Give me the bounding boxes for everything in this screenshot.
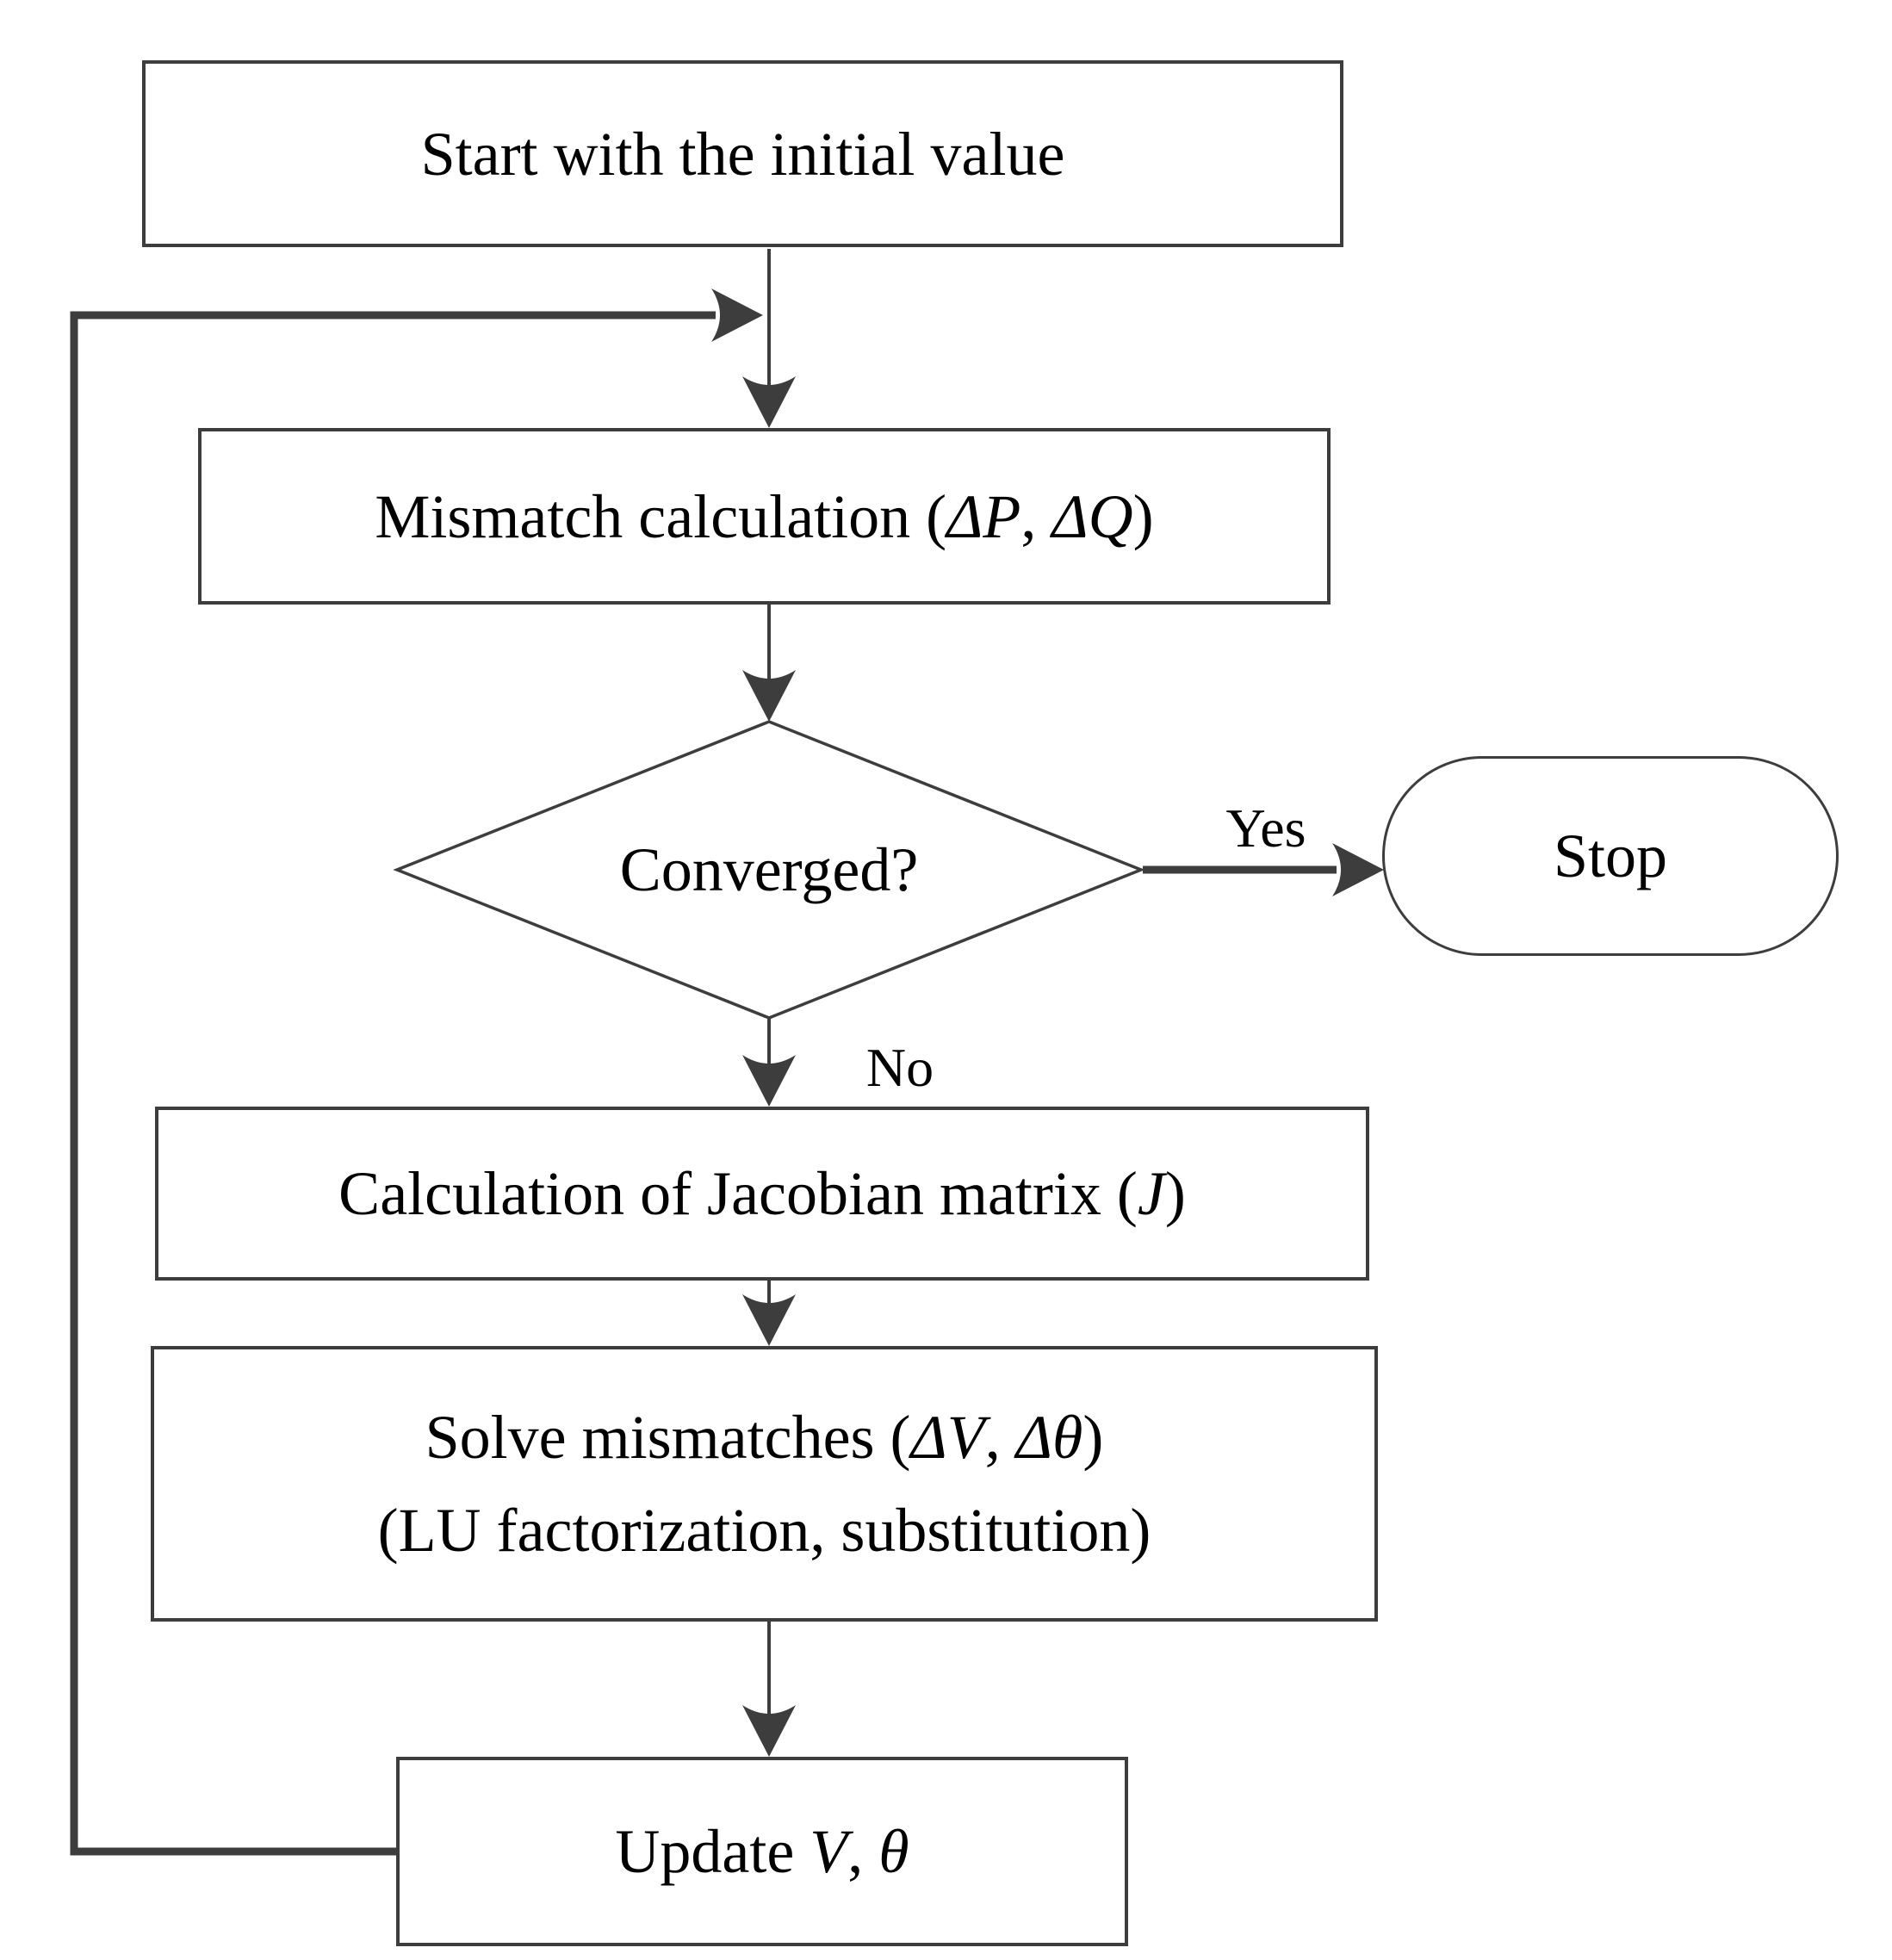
solve-close-paren: ) [1082,1403,1104,1472]
node-stop-label: Stop [1553,822,1668,890]
node-update-label: Update V, θ [615,1813,909,1890]
update-text: Update [615,1817,810,1886]
mismatch-separator: , [1020,481,1052,551]
edge-label-no: No [805,1027,995,1109]
node-mismatch-calculation: Mismatch calculation (ΔP, ΔQ) [198,428,1331,605]
arrowhead-into-decision-icon [742,670,796,722]
decision-diamond [393,720,1145,1020]
solve-line2: (LU factorization, substitution) [377,1496,1151,1565]
jacobian-close-paren: ) [1164,1159,1186,1228]
arrowhead-into-jacobian-icon [742,1055,796,1107]
update-var-theta: θ [878,1817,909,1886]
feedback-loop-line [70,311,716,1856]
no-label-text: No [865,1037,934,1098]
node-jacobian-calculation: Calculation of Jacobian matrix (J) [155,1107,1369,1281]
node-stop: Stop [1382,756,1839,956]
arrowhead-into-stop-icon [1332,843,1384,896]
node-update: Update V, θ [396,1757,1128,1946]
solve-text: Solve mismatches ( [425,1403,911,1472]
yes-label-text: Yes [1225,797,1306,859]
mismatch-var-dp: ΔP [946,481,1021,551]
solve-separator: , [984,1403,1016,1472]
mismatch-var-dq: ΔQ [1051,481,1133,551]
edge-label-yes: Yes [1158,785,1374,871]
node-start-label: Start with the initial value [420,119,1065,189]
jacobian-var-j: J [1137,1159,1165,1228]
mismatch-close-paren: ) [1132,481,1154,551]
feedback-arrowhead-icon [711,288,763,342]
solve-var-dv: ΔV [910,1403,985,1472]
node-solve-mismatches: Solve mismatches (ΔV, Δθ) (LU factorizat… [151,1346,1378,1622]
update-separator: , [847,1817,879,1886]
node-start: Start with the initial value [142,60,1343,247]
arrowhead-into-update-icon [742,1705,796,1757]
node-jacobian-label: Calculation of Jacobian matrix (J) [338,1155,1186,1232]
node-mismatch-label: Mismatch calculation (ΔP, ΔQ) [375,478,1153,555]
arrowhead-into-mismatch-icon [742,376,796,428]
jacobian-text: Calculation of Jacobian matrix ( [338,1159,1138,1228]
solve-var-dtheta: Δθ [1015,1403,1083,1472]
solve-line1: Solve mismatches (ΔV, Δθ) [425,1391,1104,1484]
mismatch-text: Mismatch calculation ( [375,481,947,551]
arrowhead-into-solve-icon [742,1294,796,1346]
update-var-v: V [810,1817,848,1886]
